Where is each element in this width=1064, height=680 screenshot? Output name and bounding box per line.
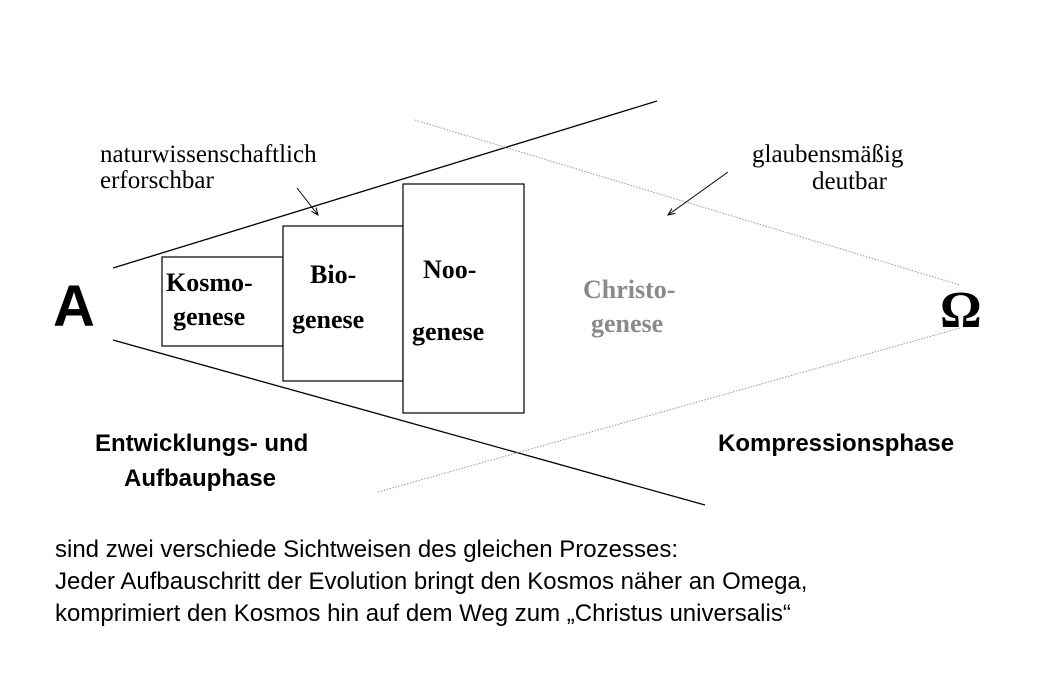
science-label-line1: naturwissenschaftlich	[100, 141, 317, 168]
omega-cone-upper-line	[414, 119, 961, 286]
faith-label-line1: glaubensmäßig	[752, 141, 904, 168]
kosmogenese-box	[161, 256, 284, 347]
science-label-line2: erforschbar	[100, 167, 214, 194]
omega-label: Ω	[940, 282, 982, 339]
christogenese-line1: Christo-	[583, 275, 675, 304]
biogenese-box	[282, 225, 404, 382]
alpha-cone-lower-line	[112, 339, 706, 506]
noogenese-line1: Noo-	[423, 255, 476, 284]
science-arrow	[296, 187, 318, 215]
alpha-label: A	[53, 274, 95, 339]
biogenese-line1: Bio-	[310, 260, 356, 289]
phase-left-line1: Entwicklungs- und	[95, 430, 308, 457]
faith-label-line2: deutbar	[812, 168, 888, 195]
christogenese-line2: genese	[591, 309, 663, 338]
biogenese-line2: genese	[292, 305, 364, 334]
faith-arrow	[668, 171, 729, 215]
phase-right: Kompressionsphase	[718, 430, 954, 457]
noogenese-box	[402, 183, 525, 414]
alpha-cone-upper-line	[112, 100, 658, 269]
caption-line2: Jeder Aufbauschritt der Evolution bringt…	[55, 568, 807, 595]
kosmogenese-line1: Kosmo-	[166, 268, 253, 297]
kosmogenese-line2: genese	[173, 302, 245, 331]
phase-left-line2: Aufbauphase	[124, 465, 276, 492]
noogenese-line2: genese	[412, 317, 484, 346]
caption-line3: komprimiert den Kosmos hin auf dem Weg z…	[55, 600, 791, 627]
caption-line1: sind zwei verschiede Sichtweisen des gle…	[55, 536, 678, 563]
